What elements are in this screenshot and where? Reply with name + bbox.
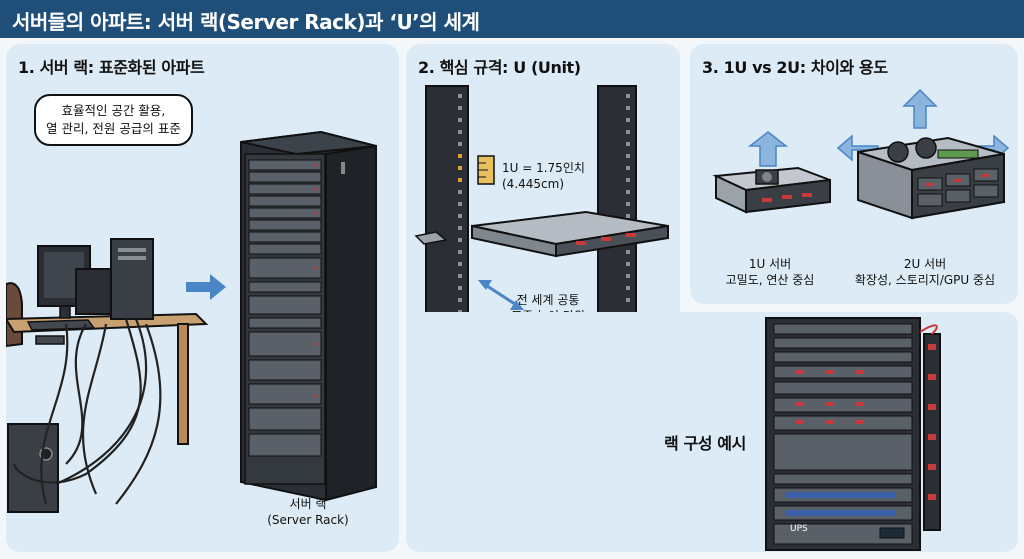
desk-computer-illustration xyxy=(6,238,209,513)
unit-measure-label: 1U = 1.75인치 (4.445cm) xyxy=(502,160,585,192)
right-arrow-icon xyxy=(186,274,226,300)
server-1u-label: 1U 서버 고밀도, 연산 중심 xyxy=(700,256,840,288)
rack-label-line1: 서버 랙 xyxy=(289,497,327,511)
server-1u-title: 1U 서버 xyxy=(748,257,792,271)
panel2-title: 2. 핵심 규격: U (Unit) xyxy=(418,58,581,77)
unit-measure-line1: 1U = 1.75인치 xyxy=(502,161,585,175)
server-2u-title: 2U 서버 xyxy=(903,257,947,271)
rack-label: 서버 랙 (Server Rack) xyxy=(258,496,358,528)
speech-bubble: 효율적인 공간 활용, 열 관리, 전원 공급의 표준 xyxy=(34,94,193,147)
server-rack-illustration xyxy=(240,130,377,502)
unit-caption-line1: 전 세계 공통 xyxy=(516,293,580,307)
unit-measure-line2: (4.445cm) xyxy=(502,177,565,192)
panel1-title: 1. 서버 랙: 표준화된 아파트 xyxy=(18,58,205,77)
server-1u-desc: 고밀도, 연산 중심 xyxy=(725,273,815,288)
panel-server-rack: 1. 서버 랙: 표준화된 아파트 효율적인 공간 활용, 열 관리, 전원 공… xyxy=(6,44,399,552)
panel-unit: 2. 핵심 규격: U (Unit) xyxy=(406,44,680,354)
rack-rails-illustration xyxy=(414,85,669,349)
server-2u-illustration xyxy=(836,88,1010,220)
panel-1u-vs-2u: 3. 1U vs 2U: 차이와 용도 1U 서버 고밀도, 연산 중심 xyxy=(690,44,1018,304)
bubble-line2: 열 관리, 전원 공급의 표준 xyxy=(46,121,181,137)
server-2u-label: 2U 서버 확장성, 스토리지/GPU 중심 xyxy=(836,256,1014,288)
rack-example-illustration xyxy=(765,317,941,551)
ups-label: UPS xyxy=(790,524,808,534)
panel3-title: 3. 1U vs 2U: 차이와 용도 xyxy=(702,58,888,77)
rack-label-line2: (Server Rack) xyxy=(267,513,349,528)
panel-rack-example: 랙 구성 예시 xyxy=(406,312,1018,552)
bubble-line1: 효율적인 공간 활용, xyxy=(61,103,166,118)
page-title: 서버들의 아파트: 서버 랙(Server Rack)과 ‘U’의 세계 xyxy=(0,0,1024,38)
server-1u-illustration xyxy=(712,131,831,214)
server-2u-desc: 확장성, 스토리지/GPU 중심 xyxy=(854,273,996,288)
panel4-title: 랙 구성 예시 xyxy=(664,434,746,453)
